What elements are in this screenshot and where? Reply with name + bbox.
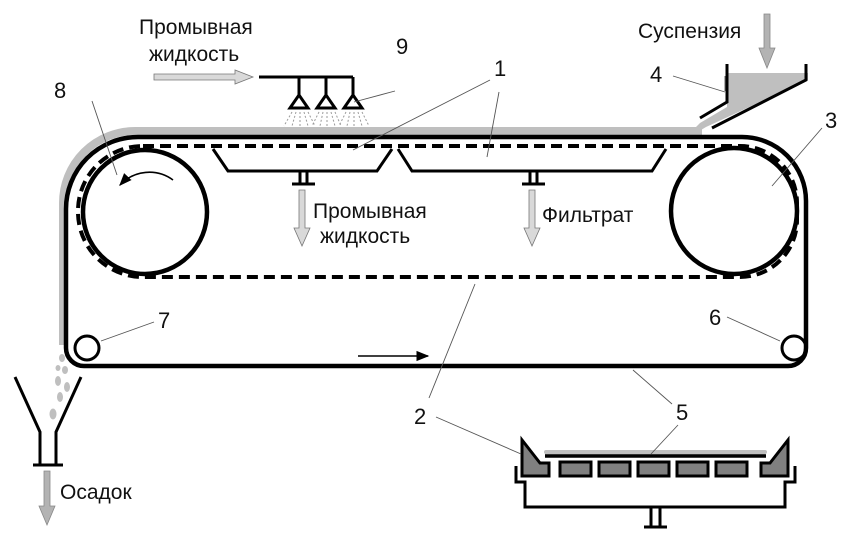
wash-out-arrow-icon bbox=[293, 189, 311, 247]
callout-7: 7 bbox=[158, 308, 170, 333]
pallet-slot bbox=[597, 460, 632, 478]
spray-jets bbox=[283, 111, 370, 127]
callout-6: 6 bbox=[709, 305, 721, 330]
vacuum-chamber-wash bbox=[211, 148, 394, 173]
pallet-slot bbox=[675, 460, 710, 478]
callout-5: 5 bbox=[676, 400, 688, 425]
drive-drum-left bbox=[80, 147, 210, 277]
belt-cross-section bbox=[514, 435, 797, 529]
wash-liquid-out-label-2: жидкость bbox=[320, 225, 410, 248]
suspension-in-feeder bbox=[690, 73, 808, 133]
feeder-wall-left bbox=[699, 64, 729, 120]
callout-4: 4 bbox=[650, 62, 662, 87]
pallet-slot bbox=[636, 460, 671, 478]
callout-1: 1 bbox=[494, 56, 506, 81]
drum-right-3 bbox=[668, 145, 800, 277]
wash-outlet-pipe bbox=[292, 171, 315, 186]
tray-outlet bbox=[644, 507, 667, 529]
wash-in-arrow-icon bbox=[153, 69, 255, 85]
callout-9: 9 bbox=[396, 34, 408, 59]
wash-liquid-in-label-2: жидкость bbox=[149, 43, 239, 66]
pallet-slot bbox=[558, 460, 593, 478]
spray-manifold bbox=[259, 75, 355, 95]
filtrate-arrow-icon bbox=[523, 189, 541, 247]
pallet-slot bbox=[714, 460, 749, 478]
rotation-arrow-icon bbox=[119, 171, 174, 186]
filtrate-label: Фильтрат bbox=[542, 204, 634, 227]
sediment-arrow-icon bbox=[38, 470, 56, 527]
filter-cloth bbox=[75, 144, 799, 279]
cake-top bbox=[59, 127, 702, 345]
sediment-label: Осадок bbox=[60, 481, 132, 504]
filtrate-outlet-pipe bbox=[522, 171, 545, 186]
vacuum-tray bbox=[514, 466, 797, 509]
suspension-arrow-icon bbox=[758, 13, 776, 70]
callout-3: 3 bbox=[825, 108, 837, 133]
sediment-hopper bbox=[13, 376, 83, 467]
wash-liquid-out-label-1: Промывная bbox=[313, 200, 427, 223]
suspension-label: Суспензия bbox=[638, 20, 741, 43]
leader-lines bbox=[91, 75, 823, 455]
side-rim-left bbox=[520, 435, 551, 478]
side-rim-right bbox=[759, 435, 790, 478]
wash-liquid-in-label-1: Промывная bbox=[139, 16, 253, 39]
feeder-wall-right bbox=[711, 64, 808, 130]
roller-6 bbox=[780, 334, 808, 362]
filter-belt bbox=[63, 134, 809, 369]
vacuum-chamber-filtrate bbox=[396, 148, 668, 173]
spray-nozzles bbox=[287, 92, 365, 110]
nozzle-icon bbox=[287, 92, 311, 110]
callout-2: 2 bbox=[414, 404, 426, 429]
nozzle-icon bbox=[341, 92, 365, 110]
roller-7 bbox=[73, 334, 101, 362]
nozzle-icon bbox=[314, 92, 338, 110]
callout-8: 8 bbox=[54, 78, 66, 103]
sediment-particles bbox=[49, 354, 70, 420]
